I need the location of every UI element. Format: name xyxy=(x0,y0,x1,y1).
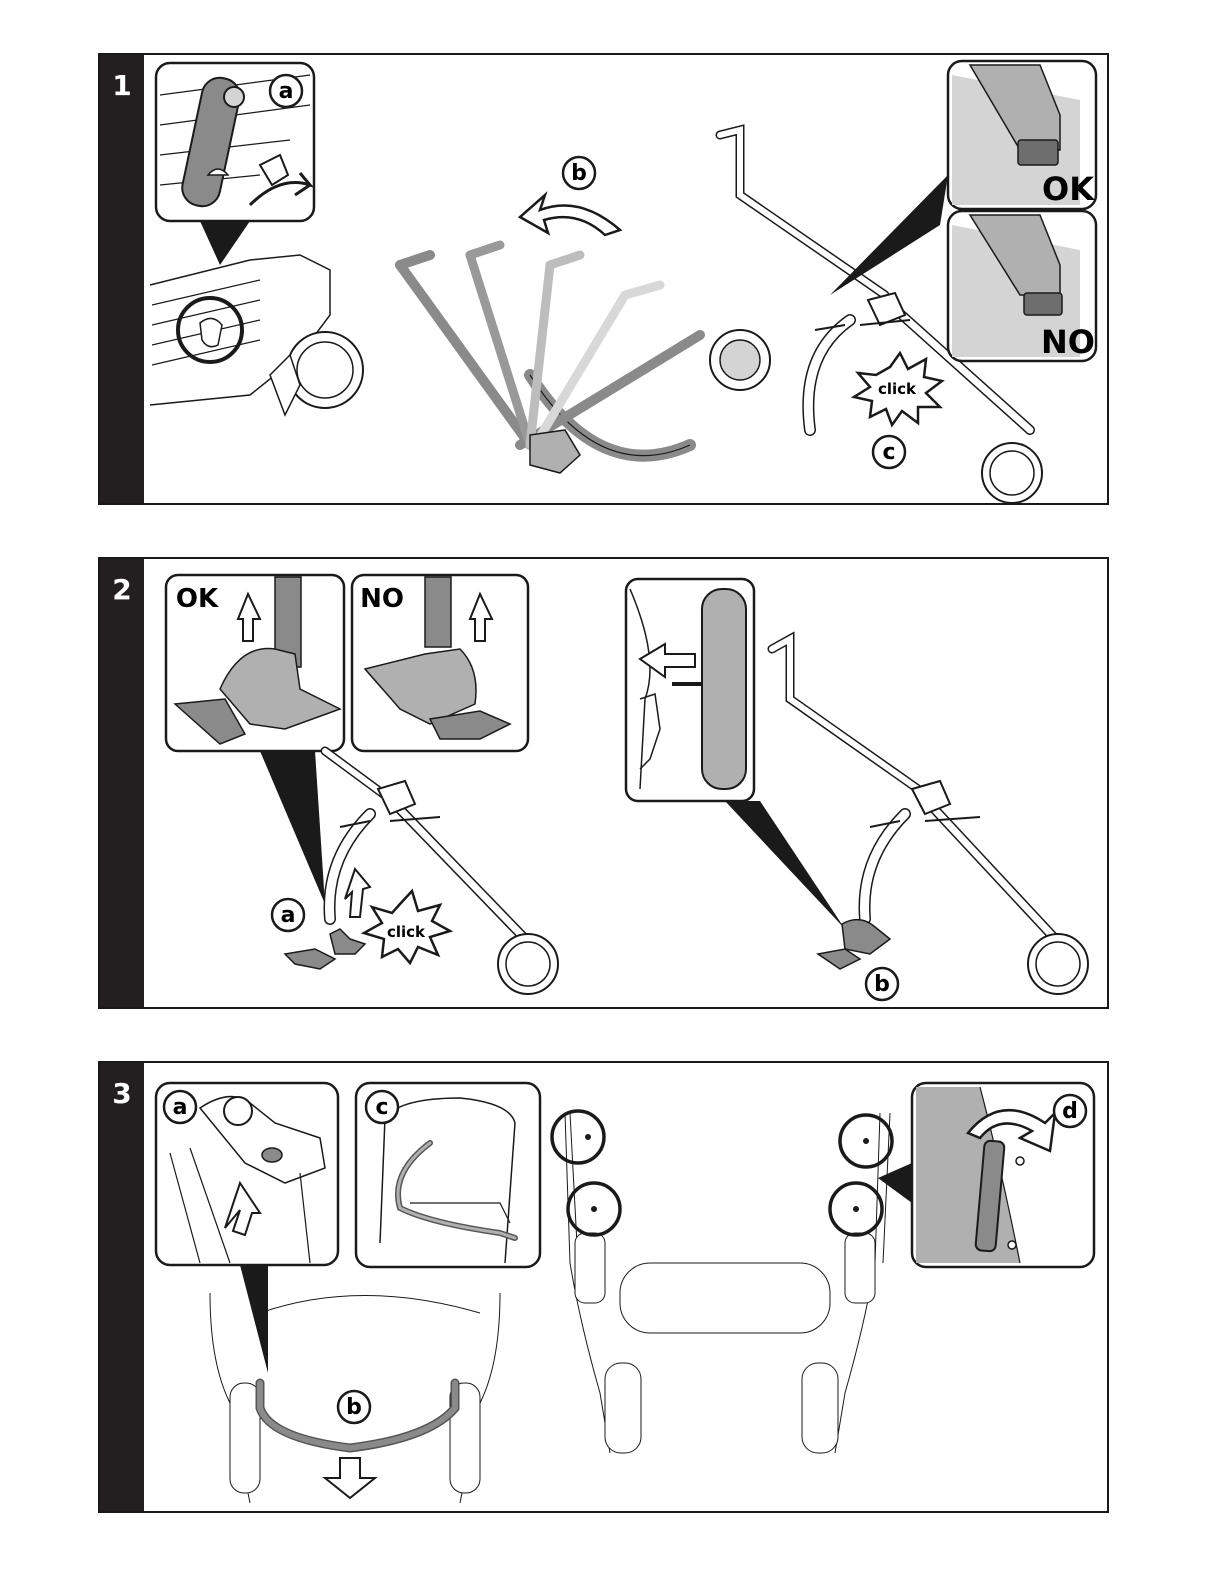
svg-text:a: a xyxy=(279,79,294,104)
svg-text:NO: NO xyxy=(1041,323,1095,361)
stroller-rear-view: b xyxy=(210,1293,500,1503)
detail-box-no: NO xyxy=(352,575,528,751)
step-2-illustration: OK NO click xyxy=(100,559,1107,1007)
stroller-left xyxy=(285,751,558,994)
svg-text:click: click xyxy=(387,923,426,941)
svg-text:d: d xyxy=(1062,1099,1078,1124)
callout-pointer xyxy=(830,175,948,295)
svg-text:c: c xyxy=(882,440,895,465)
stroller-front-view xyxy=(552,1111,892,1453)
callout-pointer xyxy=(260,751,325,904)
stroller-right xyxy=(772,639,1088,994)
detail-box-brake xyxy=(626,579,754,801)
svg-text:NO: NO xyxy=(360,584,404,614)
svg-text:a: a xyxy=(173,1095,188,1120)
svg-text:OK: OK xyxy=(1042,170,1095,208)
callout-pointer xyxy=(200,221,250,265)
label-c-badge: c xyxy=(873,436,905,468)
svg-text:a: a xyxy=(281,903,296,928)
step-1-illustration: a xyxy=(100,55,1107,503)
step-1-panel: 1 a xyxy=(98,53,1109,505)
detail-box-no: NO xyxy=(948,211,1096,361)
svg-text:c: c xyxy=(375,1095,388,1120)
callout-pointer xyxy=(878,1163,912,1203)
step-3-illustration: a c b xyxy=(100,1063,1107,1511)
click-burst: click xyxy=(854,353,942,425)
svg-text:b: b xyxy=(346,1395,362,1420)
label-a-badge: a xyxy=(272,899,304,931)
svg-text:OK: OK xyxy=(176,584,219,614)
up-arrow xyxy=(345,869,370,917)
click-burst: click xyxy=(364,891,450,963)
svg-text:click: click xyxy=(878,380,917,398)
label-a-badge: a xyxy=(270,75,302,107)
svg-text:b: b xyxy=(571,161,587,186)
callout-pointer xyxy=(240,1265,268,1373)
detail-box-d: d xyxy=(912,1083,1094,1267)
step-3-panel: 3 a c xyxy=(98,1061,1109,1513)
hinge-closeup xyxy=(150,255,363,415)
callout-pointer xyxy=(725,801,845,929)
rotate-arrow xyxy=(520,195,620,235)
label-b-badge: b xyxy=(563,157,595,189)
fold-sequence xyxy=(400,245,770,473)
detail-box-ok: OK xyxy=(166,575,344,751)
detail-box-a: a xyxy=(156,1083,338,1265)
step-2-panel: 2 OK NO xyxy=(98,557,1109,1009)
label-b-badge: b xyxy=(866,968,898,1000)
detail-box-ok: OK xyxy=(948,61,1096,209)
detail-box-c: c xyxy=(356,1083,540,1267)
svg-text:b: b xyxy=(874,972,890,997)
